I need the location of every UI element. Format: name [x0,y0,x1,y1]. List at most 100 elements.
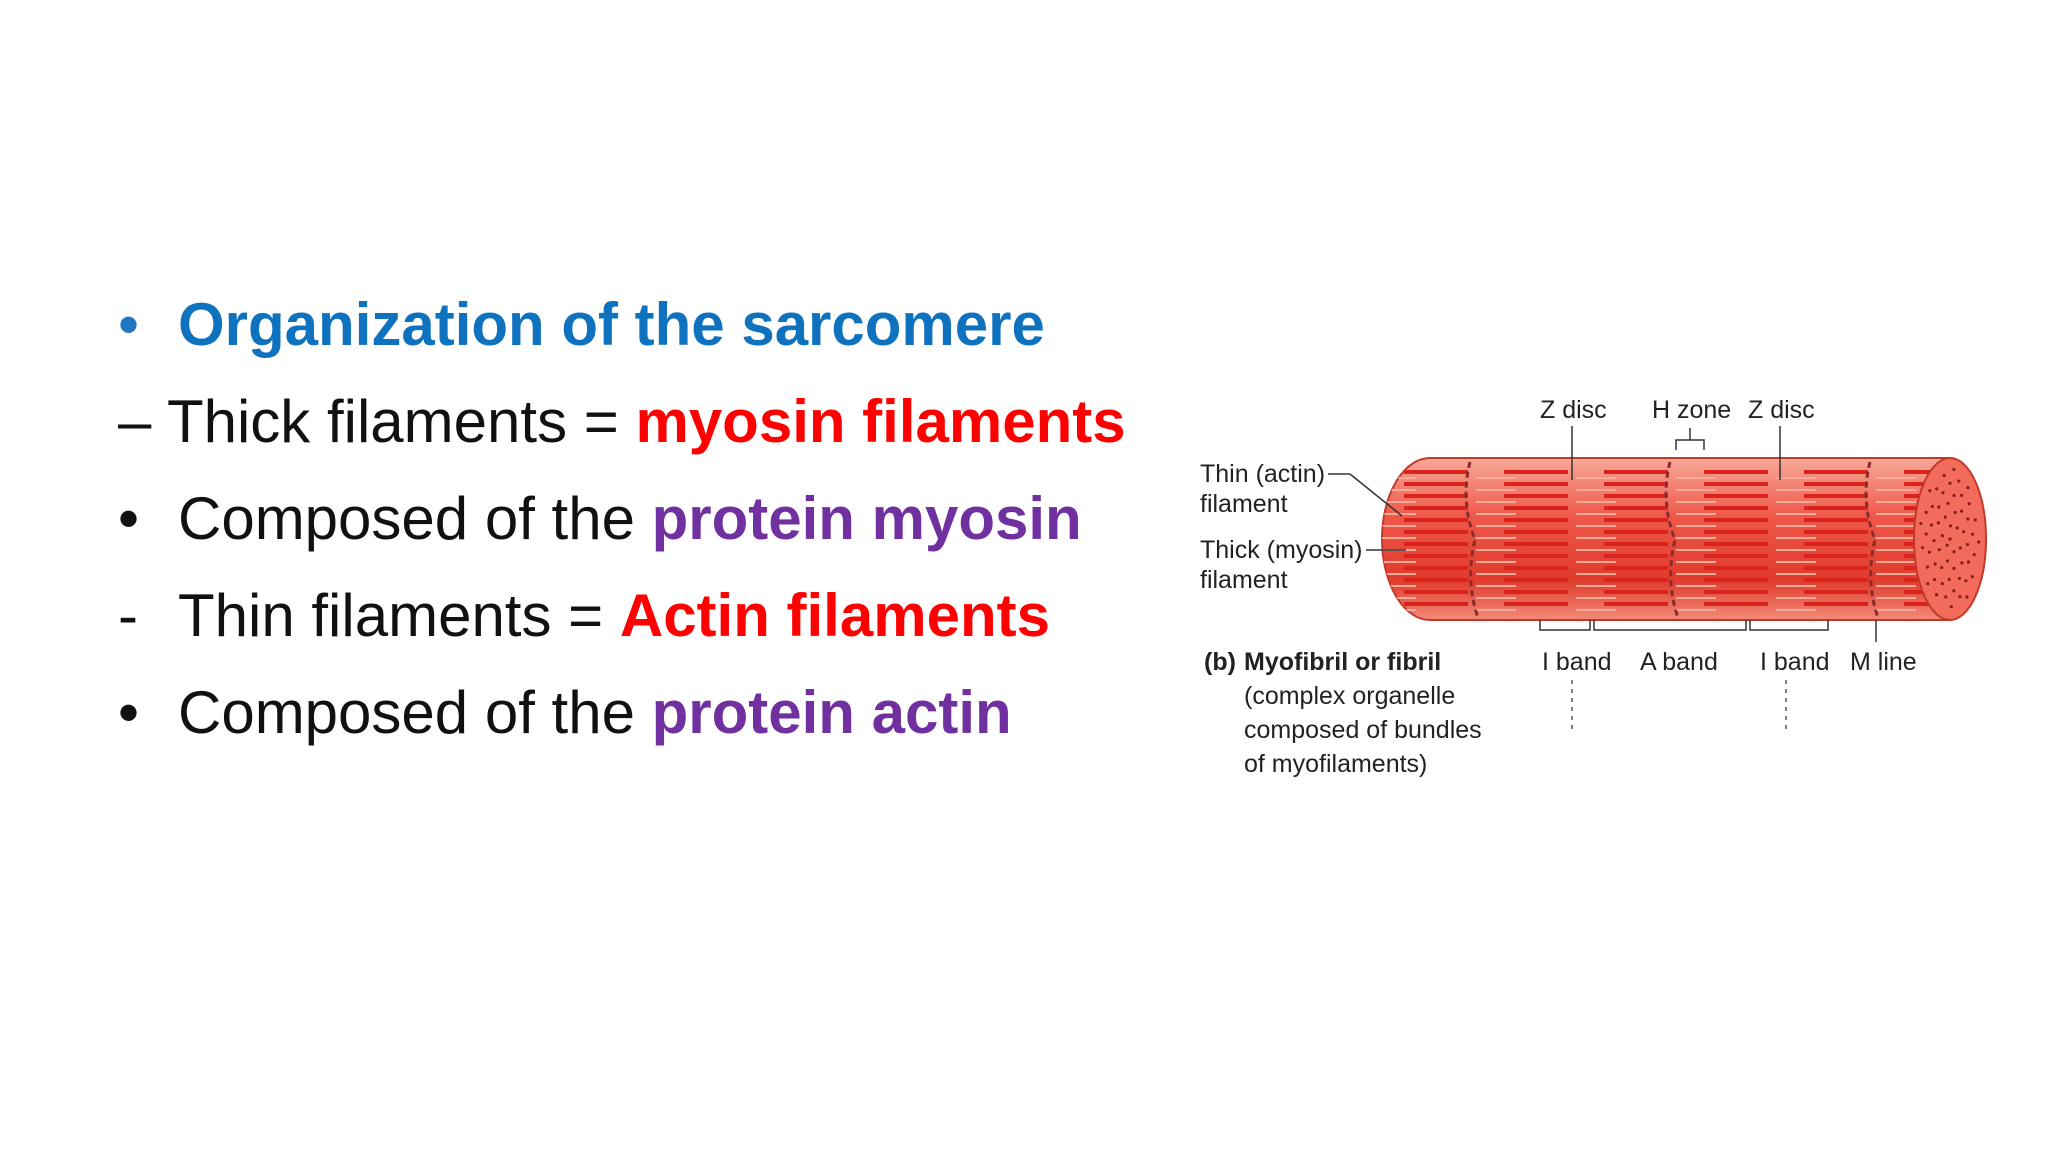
filament-end-dot [1973,518,1977,522]
filament-end-dot [1924,510,1928,514]
filament-end-dot [1967,502,1971,506]
dash-marker: - [118,582,138,649]
thick-filaments-label: – Thick filaments = [118,388,636,455]
myosin-filaments-term: myosin filaments [635,388,1126,455]
bullet-line-3: • Composed of the protein myosin [118,479,1178,576]
protein-actin-term: protein actin [651,679,1012,746]
filament-end-dot [1937,505,1941,509]
caption-letter: (b) [1204,648,1236,676]
filament-end-dot [1952,589,1956,593]
filament-end-dot [1945,543,1949,547]
filament-end-dot [1970,575,1975,579]
filament-end-dot [1962,530,1966,534]
composed-of-label: Composed of the [178,679,652,746]
filament-end-dot [1958,595,1962,599]
filament-end-dot [1952,566,1956,571]
bullet-line-5: • Composed of the protein actin [118,673,1178,770]
thick-filament-label: Thick (myosin) [1200,536,1363,564]
bullet-marker: • [118,291,140,358]
myofibril-diagram: Z disc H zone Z disc Thin (actin) filame… [1190,380,2010,790]
bullet-marker: • [118,679,140,746]
filament-end-dot [1947,577,1951,582]
z-disc-label: Z disc [1748,396,1815,424]
filament-end-dot [1952,550,1956,554]
i-band-label: I band [1760,648,1830,676]
leader-line [1349,473,1403,517]
filament-end-dot [1936,521,1940,525]
filament-end-dot [1955,526,1959,530]
filament-end-dot [1927,550,1932,554]
a-band-bracket [1593,620,1747,631]
filament-end-dot [1932,577,1937,582]
filament-end-dot [1966,560,1971,564]
filament-end-dot [1960,509,1964,513]
protein-myosin-term: protein myosin [651,485,1082,552]
i-band-bracket [1749,620,1829,631]
myofibril-cylinder [1381,457,1987,621]
filament-end-dot [1934,593,1939,597]
i-band-bracket [1539,620,1591,631]
thick-filament-label-2: filament [1200,566,1288,594]
composed-of-label: Composed of the [178,485,652,552]
bullet-line-2: – Thick filaments = myosin filaments [118,382,1178,479]
filament-end-dot [1937,548,1941,552]
z-disc-label: Z disc [1540,396,1607,424]
end-cap-dots [1919,467,1981,609]
filament-end-dot [1960,561,1964,565]
bullet-line-4: - Thin filaments = Actin filaments [118,576,1178,673]
actin-filaments-term: Actin filaments [619,582,1050,649]
filament-end-dot [1948,481,1952,485]
bullet-marker: • [118,485,140,552]
filament-end-dot [1924,532,1928,536]
filament-end-dot [1972,552,1976,557]
filament-end-dot [1966,517,1970,521]
i-band-label: I band [1542,648,1612,676]
filament-end-dot [1933,562,1937,566]
thin-filaments-label: Thin filaments = [178,582,620,649]
filament-end-dot [1966,486,1970,490]
thin-filament-label: Thin (actin) [1200,460,1325,488]
h-zone-label: H zone [1652,396,1731,424]
filament-end-dot [1925,565,1930,569]
filament-end-dot [1964,579,1968,583]
filament-end-dot [1930,504,1934,509]
caption-title: Myofibril or fibril [1244,648,1441,676]
filament-end-dot [1919,521,1923,526]
filament-end-dot [1926,582,1930,586]
filament-end-dot [1953,510,1957,514]
h-zone-bracket [1675,428,1705,450]
filament-end-dot [1957,576,1962,581]
caption-line: of myofilaments) [1244,750,1427,778]
filament-end-dot [1949,605,1953,609]
bullet-list: • Organization of the sarcomere – Thick … [118,285,1178,770]
filament-end-dot [1935,487,1939,491]
filament-end-dot [1932,539,1936,543]
filament-end-dot [1928,489,1932,493]
filament-end-dot [1941,491,1945,495]
filament-end-dot [1940,565,1944,570]
thin-filament-label-2: filament [1200,490,1288,518]
filament-end-dot [1948,537,1952,541]
m-line-mark [1664,461,1680,619]
z-disc-line [1464,461,1480,619]
filament-end-dot [1945,559,1950,563]
a-band-label: A band [1640,648,1718,676]
filament-stripes [1382,470,1950,611]
z-disc-line [1864,461,1880,619]
filament-end-dot [1958,546,1962,550]
caption-line: composed of bundles [1244,716,1482,744]
filament-end-dot [1957,479,1961,483]
filament-end-dot [1944,595,1948,599]
filament-end-dot [1929,523,1934,527]
filament-end-dot [1965,595,1969,599]
myofibril-svg: Z disc H zone Z disc Thin (actin) filame… [1200,396,1987,778]
filament-end-dot [1940,582,1944,586]
caption-line: (complex organelle [1244,682,1455,710]
bullet-line-1: • Organization of the sarcomere [118,285,1178,382]
filament-end-dot [1946,501,1950,505]
m-line-label: M line [1850,648,1917,676]
filament-end-dot [1943,515,1947,519]
filament-end-dot [1940,534,1944,538]
filament-end-dot [1952,493,1956,498]
